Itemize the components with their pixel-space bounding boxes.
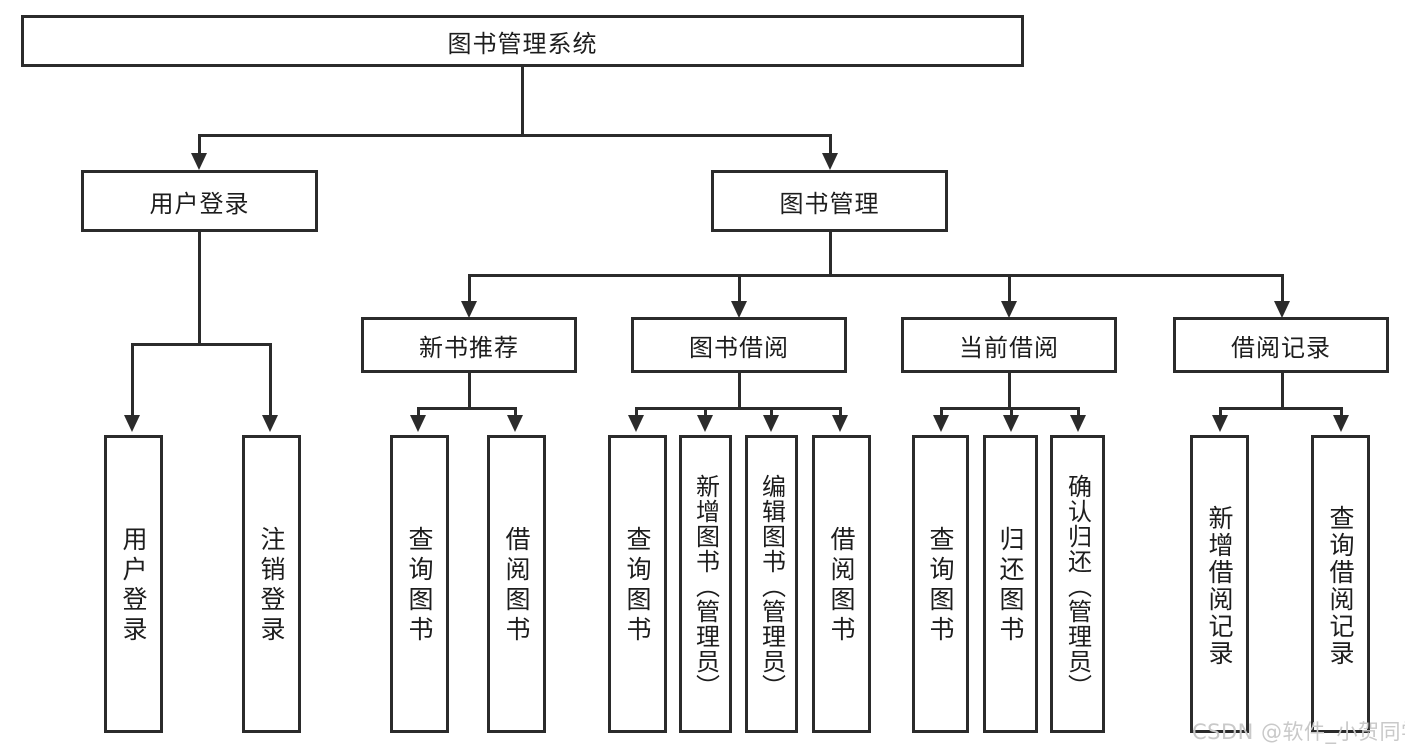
arrow-br-leaf-1 <box>1212 415 1228 432</box>
node-label: 查询图书 <box>926 526 955 646</box>
node-new-book-recommend[interactable]: 新书推荐 <box>361 317 577 373</box>
edge-user-login-bar <box>131 343 271 346</box>
arrow-cb-leaf-1 <box>933 415 949 432</box>
arrow-br-leaf-2 <box>1333 415 1349 432</box>
leaf-bb-edit-book-admin[interactable]: 编辑图书（管理员） <box>745 435 798 733</box>
edge-root-to-book-management <box>829 134 832 158</box>
edge-cb-drop-1 <box>940 407 943 420</box>
leaf-cb-query-book[interactable]: 查询图书 <box>912 435 969 733</box>
leaf-nbr-query-book[interactable]: 查询图书 <box>390 435 449 733</box>
csdn-watermark: CSDN @软件_小贺同学 <box>1192 720 1405 744</box>
node-label: 图书管理系统 <box>447 29 598 58</box>
node-label: 借阅图书 <box>502 526 531 646</box>
node-label: 查询图书 <box>405 526 434 646</box>
edge-root-stem <box>521 67 524 134</box>
edge-bm-drop-3 <box>1008 274 1011 306</box>
node-label: 新书推荐 <box>419 333 519 362</box>
node-label: 编辑图书（管理员） <box>757 473 786 699</box>
edge-cb-stem <box>1008 373 1011 407</box>
leaf-bb-add-book-admin[interactable]: 新增图书（管理员） <box>679 435 732 733</box>
leaf-bb-query-book[interactable]: 查询图书 <box>608 435 667 733</box>
edge-bb-drop-2 <box>704 407 707 420</box>
node-label: 新增借阅记录 <box>1205 505 1234 667</box>
arrow-root-to-book-management <box>822 153 838 170</box>
edge-bm-drop-2 <box>738 274 741 306</box>
edge-book-management-bar <box>468 274 1284 277</box>
edge-nbr-stem <box>468 373 471 407</box>
node-label: 查询图书 <box>623 526 652 646</box>
edge-bb-drop-3 <box>770 407 773 420</box>
edge-bm-drop-1 <box>468 274 471 306</box>
edge-root-bar <box>198 134 832 137</box>
node-book-borrow[interactable]: 图书借阅 <box>631 317 847 373</box>
node-user-login[interactable]: 用户登录 <box>81 170 318 232</box>
edge-bb-drop-1 <box>635 407 638 420</box>
arrow-cb-leaf-2 <box>1003 415 1019 432</box>
node-label: 图书管理 <box>779 189 880 218</box>
node-label: 新增图书（管理员） <box>691 473 720 699</box>
arrow-bm-to-borrow-record <box>1274 301 1290 318</box>
leaf-br-query-record[interactable]: 查询借阅记录 <box>1311 435 1370 733</box>
arrow-bb-leaf-3 <box>763 415 779 432</box>
edge-user-login-drop-2 <box>269 343 272 420</box>
edge-nbr-drop-1 <box>417 407 420 420</box>
leaf-bb-borrow-book[interactable]: 借阅图书 <box>812 435 871 733</box>
leaf-user-login-logout[interactable]: 注销登录 <box>242 435 301 733</box>
arrow-bb-leaf-4 <box>832 415 848 432</box>
leaf-cb-confirm-return-admin[interactable]: 确认归还（管理员） <box>1050 435 1105 733</box>
edge-book-management-stem <box>829 232 832 274</box>
edge-root-to-user-login <box>198 134 201 158</box>
node-label: 借阅记录 <box>1231 333 1331 362</box>
edge-br-drop-1 <box>1219 407 1222 420</box>
node-label: 查询借阅记录 <box>1326 505 1355 667</box>
node-label: 图书借阅 <box>689 333 789 362</box>
arrow-bm-to-book-borrow <box>731 301 747 318</box>
arrow-nbr-leaf-1 <box>410 415 426 432</box>
arrow-bb-leaf-1 <box>628 415 644 432</box>
edge-nbr-bar <box>417 407 517 410</box>
arrow-root-to-user-login <box>191 153 207 170</box>
node-label: 借阅图书 <box>827 526 856 646</box>
arrow-bm-to-new-book-recommend <box>461 301 477 318</box>
edge-user-login-drop-1 <box>131 343 134 420</box>
arrow-cb-leaf-3 <box>1070 415 1086 432</box>
leaf-nbr-borrow-book[interactable]: 借阅图书 <box>487 435 546 733</box>
node-book-management[interactable]: 图书管理 <box>711 170 948 232</box>
node-label: 注销登录 <box>257 526 286 646</box>
edge-bm-drop-4 <box>1281 274 1284 306</box>
node-label: 用户登录 <box>149 189 250 218</box>
node-label: 归还图书 <box>996 526 1025 646</box>
leaf-br-add-record[interactable]: 新增借阅记录 <box>1190 435 1249 733</box>
arrow-user-login-leaf-1 <box>124 415 140 432</box>
leaf-cb-return-book[interactable]: 归还图书 <box>983 435 1038 733</box>
node-label: 当前借阅 <box>959 333 1059 362</box>
edge-br-drop-2 <box>1340 407 1343 420</box>
node-current-borrow[interactable]: 当前借阅 <box>901 317 1117 373</box>
arrow-user-login-leaf-2 <box>262 415 278 432</box>
edge-cb-drop-2 <box>1010 407 1013 420</box>
edge-nbr-drop-2 <box>514 407 517 420</box>
node-root-book-management-system[interactable]: 图书管理系统 <box>21 15 1024 67</box>
arrow-bm-to-current-borrow <box>1001 301 1017 318</box>
edge-bb-drop-4 <box>839 407 842 420</box>
node-label: 确认归还（管理员） <box>1063 473 1092 699</box>
leaf-user-login-login[interactable]: 用户登录 <box>104 435 163 733</box>
edge-br-stem <box>1281 373 1284 407</box>
edge-bb-bar <box>635 407 841 410</box>
node-label: 用户登录 <box>119 526 148 646</box>
edge-user-login-stem <box>198 232 201 343</box>
edge-cb-drop-3 <box>1077 407 1080 420</box>
edge-bb-stem <box>738 373 741 407</box>
arrow-nbr-leaf-2 <box>507 415 523 432</box>
arrow-bb-leaf-2 <box>697 415 713 432</box>
node-borrow-record[interactable]: 借阅记录 <box>1173 317 1389 373</box>
edge-br-bar <box>1219 407 1343 410</box>
